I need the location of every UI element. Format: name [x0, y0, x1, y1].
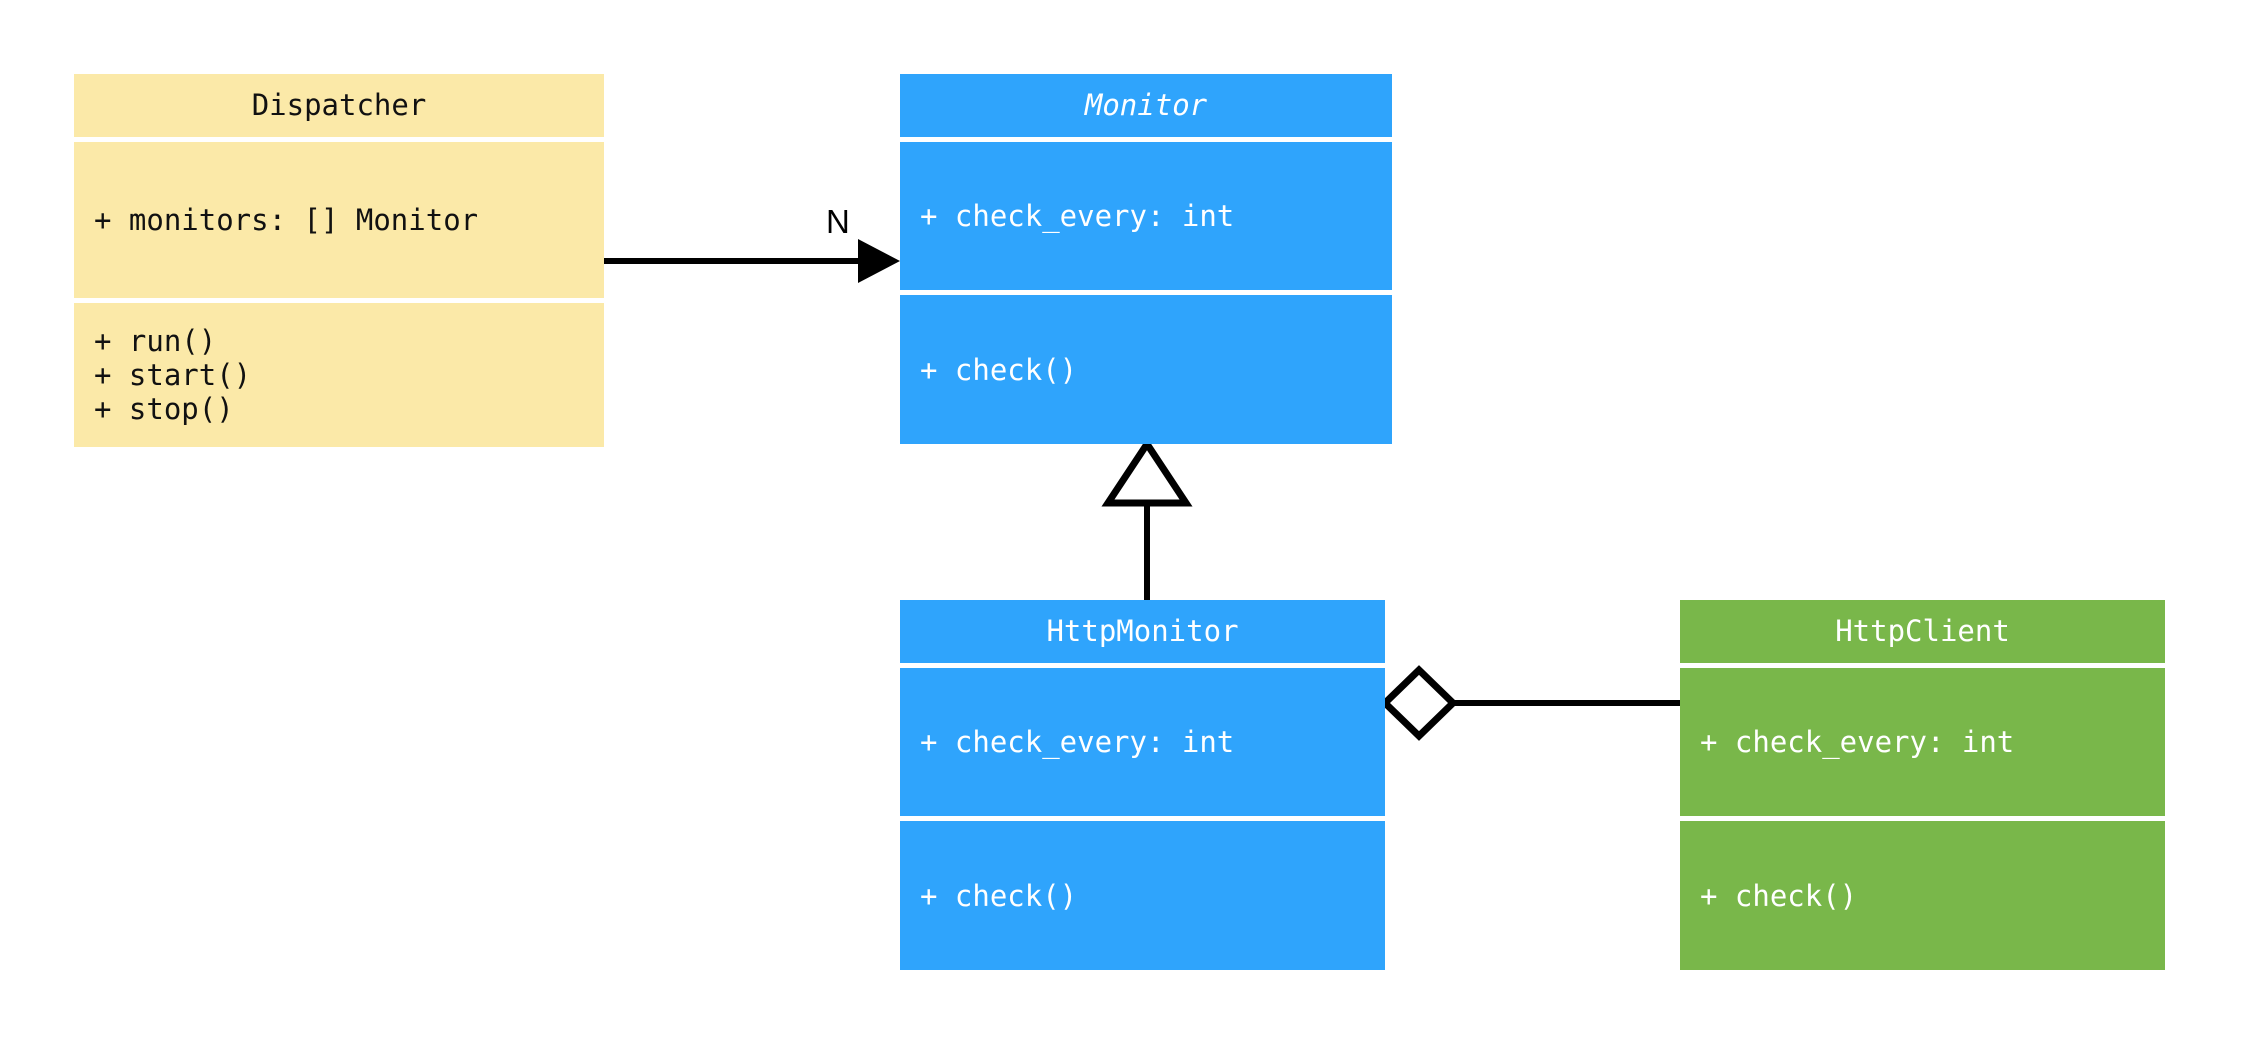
class-attributes-compartment-http-monitor: + check_every: int — [900, 668, 1385, 816]
class-methods-compartment-dispatcher: + run() + start() + stop() — [74, 303, 604, 447]
class-method: + check() — [920, 878, 1078, 913]
class-box-http-monitor[interactable]: HttpMonitor + check_every: int + check() — [900, 600, 1385, 970]
class-title-compartment-dispatcher: Dispatcher — [74, 74, 604, 137]
class-attribute: + monitors: [] Monitor — [94, 203, 479, 237]
class-method: + check() — [920, 352, 1078, 387]
hollow-triangle-icon — [1101, 437, 1193, 507]
class-method: + stop() — [94, 392, 234, 426]
class-title-compartment-monitor: Monitor — [900, 74, 1392, 137]
class-name-http-client: HttpClient — [1835, 613, 2010, 648]
class-title-compartment-http-monitor: HttpMonitor — [900, 600, 1385, 663]
class-methods-compartment-monitor: + check() — [900, 295, 1392, 444]
class-box-http-client[interactable]: HttpClient + check_every: int + check() — [1680, 600, 2165, 970]
hollow-diamond-icon — [1379, 665, 1459, 741]
association-multiplicity-label: N — [826, 203, 850, 240]
class-method: + start() — [94, 358, 252, 392]
class-name-dispatcher: Dispatcher — [251, 87, 427, 122]
class-box-monitor[interactable]: Monitor + check_every: int + check() — [900, 74, 1392, 444]
class-attribute: + check_every: int — [920, 199, 1235, 233]
class-name-http-monitor: HttpMonitor — [1046, 613, 1239, 648]
class-methods-compartment-http-client: + check() — [1680, 821, 2165, 970]
filled-arrowhead-icon — [858, 239, 900, 283]
class-name-monitor: Monitor — [1084, 87, 1208, 122]
class-attributes-compartment-monitor: + check_every: int — [900, 142, 1392, 290]
association-dispatcher-monitor — [604, 239, 900, 283]
class-attribute: + check_every: int — [1700, 725, 2015, 759]
class-box-dispatcher[interactable]: Dispatcher + monitors: [] Monitor + run(… — [74, 74, 604, 447]
class-title-compartment-http-client: HttpClient — [1680, 600, 2165, 663]
generalization-httpmonitor-monitor — [1101, 437, 1193, 600]
class-attributes-compartment-dispatcher: + monitors: [] Monitor — [74, 142, 604, 298]
class-attributes-compartment-http-client: + check_every: int — [1680, 668, 2165, 816]
class-methods-compartment-http-monitor: + check() — [900, 821, 1385, 970]
aggregation-httpmonitor-httpclient — [1379, 665, 1680, 741]
class-attribute: + check_every: int — [920, 725, 1235, 759]
class-method: + run() — [94, 324, 217, 358]
class-method: + check() — [1700, 878, 1858, 913]
